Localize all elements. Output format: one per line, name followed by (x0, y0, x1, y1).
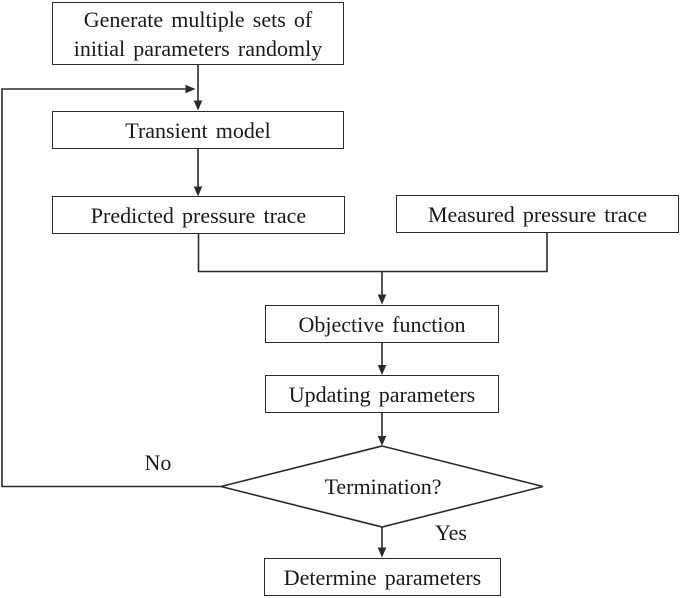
node-termination-label: Termination? (324, 474, 442, 499)
arrowhead-into-predicted (193, 186, 203, 197)
node-termination-decision: Termination? (263, 473, 503, 501)
arrowhead-into-objective (377, 294, 387, 305)
node-transient-label: Transient model (125, 117, 271, 143)
node-transient-model: Transient model (52, 111, 344, 149)
arrowhead-into-updating (377, 365, 387, 375)
node-determine-label: Determine parameters (283, 564, 482, 590)
node-objective-label: Objective function (298, 311, 466, 337)
edge-merge-connector (197, 233, 548, 273)
termination-diamond-shape (220, 445, 544, 528)
node-predicted-pressure-trace: Predicted pressure trace (52, 196, 345, 234)
arrowheads (185, 84, 387, 558)
arrowhead-into-determine (377, 547, 387, 558)
arrowhead-into-termination (377, 436, 387, 446)
node-generate-line2: initial parameters randomly (73, 35, 323, 61)
node-updating-label: Updating parameters (288, 381, 476, 407)
node-generate-line1: Generate multiple sets of (83, 6, 313, 32)
node-updating-parameters: Updating parameters (265, 375, 499, 413)
node-objective-function: Objective function (265, 305, 499, 343)
edge-label-no: No (144, 450, 172, 475)
edge-no-feedback-loop (1, 88, 221, 488)
node-measured-label: Measured pressure trace (427, 201, 648, 227)
edge-label-yes: Yes (434, 520, 467, 545)
node-measured-pressure-trace: Measured pressure trace (396, 195, 679, 233)
node-generate-initial-parameters: Generate multiple sets of initial parame… (52, 2, 344, 65)
arrowhead-into-transient (193, 100, 203, 111)
node-predicted-label: Predicted pressure trace (90, 202, 307, 228)
node-determine-parameters: Determine parameters (264, 558, 501, 596)
arrowhead-feedback-join (185, 84, 196, 94)
